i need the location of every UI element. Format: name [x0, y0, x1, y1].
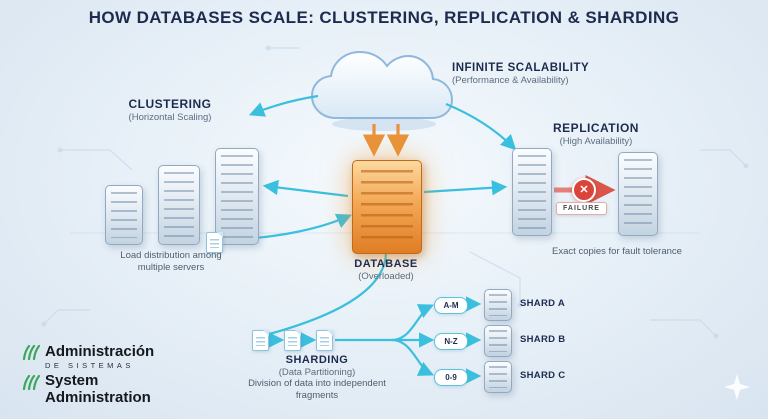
replication-heading: REPLICATION: [553, 121, 639, 135]
replication-subheading: (High Availability): [559, 135, 633, 147]
logo-secondary-text: System: [45, 372, 99, 390]
server-slats: [489, 294, 507, 316]
replication-section-label: REPLICATION (High Availability): [530, 121, 662, 147]
scalability-heading: INFINITE SCALABILITY: [452, 62, 590, 74]
brand-logo: Administración DE SISTEMAS System Admini…: [22, 343, 155, 406]
sparkle-icon: [724, 374, 750, 400]
leaf-logo-icon: [22, 374, 40, 390]
clustering-caption: Load distribution among multiple servers: [120, 250, 222, 274]
shard-range-a-m: A-M: [434, 297, 468, 314]
database-subheading: (Overloaded): [358, 270, 414, 282]
document-icon: [316, 330, 333, 351]
sharding-caption: Division of data into independent fragme…: [248, 378, 386, 402]
clustering-section-label: CLUSTERING (Horizontal Scaling): [95, 97, 245, 123]
shard-range-n-z: N-Z: [434, 333, 468, 350]
page-title: HOW DATABASES SCALE: CLUSTERING, REPLICA…: [88, 8, 680, 27]
clustering-heading: CLUSTERING: [128, 97, 212, 111]
cloud-icon: [310, 50, 454, 131]
server-slats: [518, 155, 546, 229]
clustering-subheading: (Horizontal Scaling): [128, 111, 212, 123]
server-slats: [624, 159, 652, 229]
sharding-section-label: SHARDING (Data Partitioning) Division of…: [243, 354, 391, 403]
server-slats: [361, 170, 413, 244]
cluster-server-2-icon: [158, 165, 200, 245]
scalability-subheading: (Performance & Availability): [452, 75, 569, 87]
failure-x-icon: ✕: [572, 178, 596, 202]
shard-c-server-icon: [484, 361, 512, 393]
database-server-icon: [352, 160, 422, 254]
replication-server-replica-icon: [618, 152, 658, 236]
shard-a-server-icon: [484, 289, 512, 321]
shard-b-label: SHARD B: [520, 334, 566, 345]
logo-primary-subtext: DE SISTEMAS: [45, 360, 134, 370]
server-slats: [111, 192, 137, 238]
document-icon: [206, 232, 223, 253]
logo-secondary-subtext: Administration: [45, 388, 151, 406]
replication-caption: Exact copies for fault tolerance: [552, 246, 682, 257]
failure-badge: FAILURE: [556, 202, 607, 215]
server-slats: [489, 330, 507, 352]
shard-a-label: SHARD A: [520, 298, 566, 309]
leaf-logo-icon: [22, 345, 40, 361]
cloud-to-db-arrows: [362, 124, 410, 157]
server-slats: [221, 155, 253, 238]
document-icon: [284, 330, 301, 351]
database-label: DATABASE (Overloaded): [328, 258, 444, 282]
scalability-label: INFINITE SCALABILITY (Performance & Avai…: [452, 62, 632, 87]
sharding-subheading: (Data Partitioning): [278, 366, 356, 378]
cluster-server-1-icon: [105, 185, 143, 245]
server-slats: [164, 172, 194, 238]
replication-server-primary-icon: [512, 148, 552, 236]
server-slats: [489, 366, 507, 388]
cluster-server-3-icon: [215, 148, 259, 245]
shard-range-0-9: 0-9: [434, 369, 468, 386]
shard-c-label: SHARD C: [520, 370, 566, 381]
database-heading: DATABASE: [354, 258, 418, 270]
sharding-heading: SHARDING: [285, 354, 349, 366]
document-icon: [252, 330, 269, 351]
logo-primary-text: Administración: [45, 343, 155, 360]
shard-b-server-icon: [484, 325, 512, 357]
